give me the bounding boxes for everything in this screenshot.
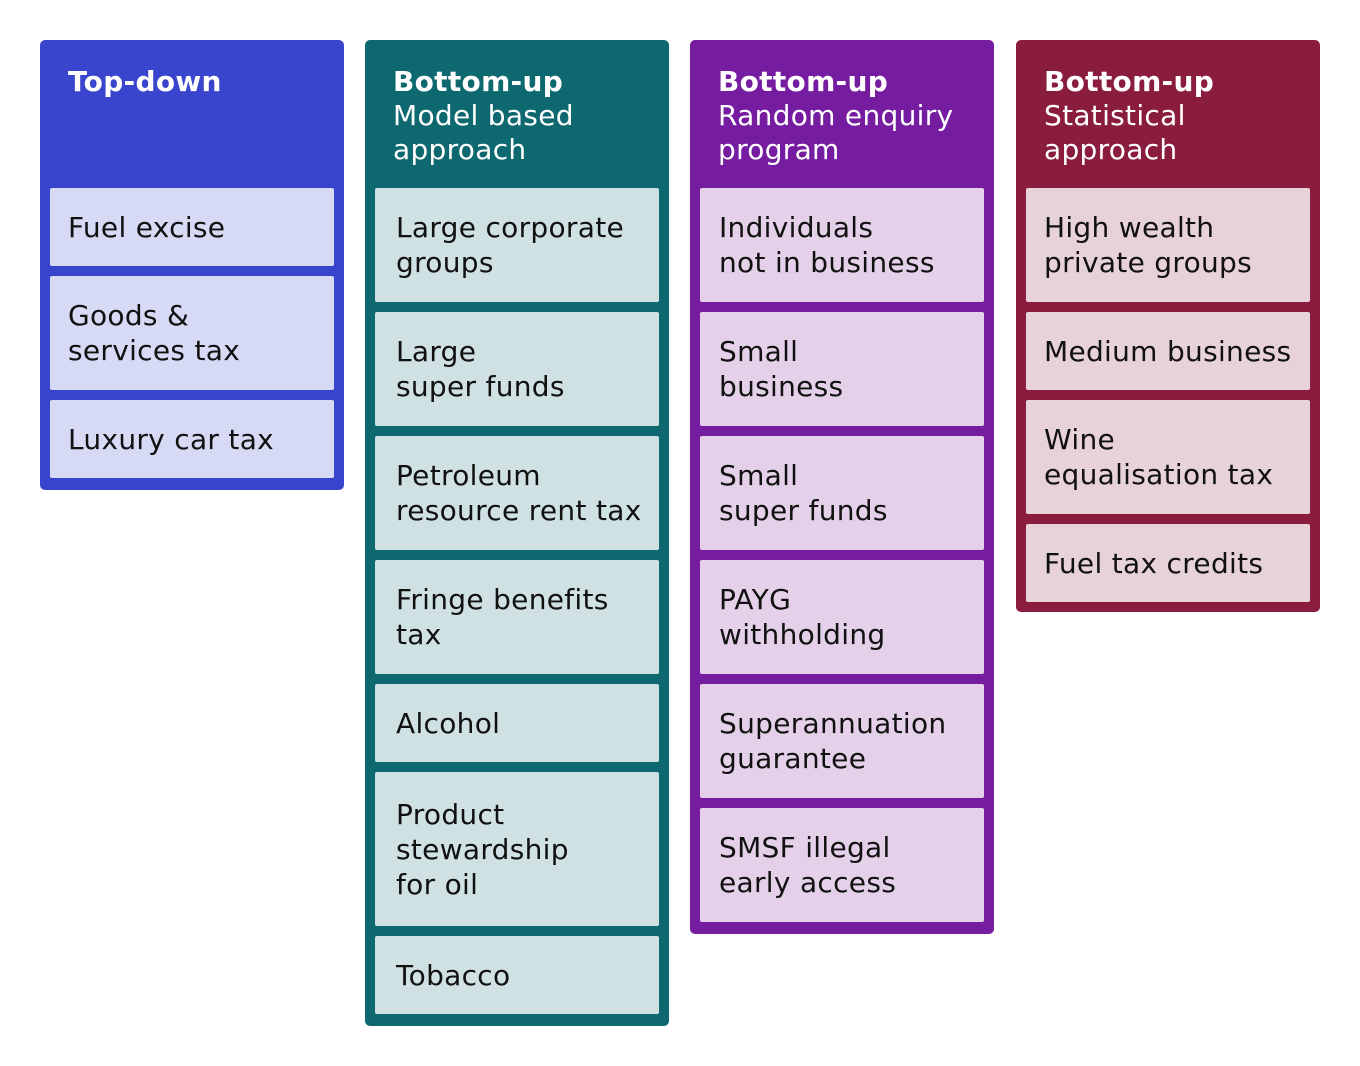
column-model-based: Bottom-up Model based approach Large cor… — [365, 40, 669, 1026]
card-high-wealth-private-groups: High wealth private groups — [1026, 188, 1310, 302]
column-header: Bottom-up Statistical approach — [1026, 40, 1310, 188]
card-fringe-benefits-tax: Fringe benefits tax — [375, 560, 659, 674]
card-superannuation-guarantee: Superannuation guarantee — [700, 684, 984, 798]
column-top-down: Top-down Fuel excise Goods & services ta… — [40, 40, 344, 490]
card-small-super-funds: Small super funds — [700, 436, 984, 550]
card-large-super-funds: Large super funds — [375, 312, 659, 426]
card-goods-services-tax: Goods & services tax — [50, 276, 334, 390]
card-payg-withholding: PAYG withholding — [700, 560, 984, 674]
card-smsf-illegal-early-access: SMSF illegal early access — [700, 808, 984, 922]
column-statistical: Bottom-up Statistical approach High weal… — [1016, 40, 1320, 612]
column-title: Bottom-up — [1044, 65, 1215, 98]
column-subtitle: Model based approach — [393, 99, 574, 166]
card-luxury-car-tax: Luxury car tax — [50, 400, 334, 478]
column-title: Bottom-up — [718, 65, 889, 98]
column-header: Bottom-up Model based approach — [375, 40, 659, 188]
column-title: Bottom-up — [393, 65, 564, 98]
card-alcohol: Alcohol — [375, 684, 659, 762]
column-random-enquiry: Bottom-up Random enquiry program Individ… — [690, 40, 994, 934]
column-header: Top-down — [50, 40, 334, 188]
card-large-corporate-groups: Large corporate groups — [375, 188, 659, 302]
column-title: Top-down — [68, 65, 222, 98]
card-product-stewardship-oil: Product stewardship for oil — [375, 772, 659, 926]
card-fuel-tax-credits: Fuel tax credits — [1026, 524, 1310, 602]
column-subtitle: Statistical approach — [1044, 99, 1186, 166]
column-header: Bottom-up Random enquiry program — [700, 40, 984, 188]
card-fuel-excise: Fuel excise — [50, 188, 334, 266]
card-individuals-not-in-business: Individuals not in business — [700, 188, 984, 302]
card-wine-equalisation-tax: Wine equalisation tax — [1026, 400, 1310, 514]
column-subtitle: Random enquiry program — [718, 99, 954, 166]
card-small-business: Small business — [700, 312, 984, 426]
card-medium-business: Medium business — [1026, 312, 1310, 390]
card-petroleum-resource-rent-tax: Petroleum resource rent tax — [375, 436, 659, 550]
card-tobacco: Tobacco — [375, 936, 659, 1014]
